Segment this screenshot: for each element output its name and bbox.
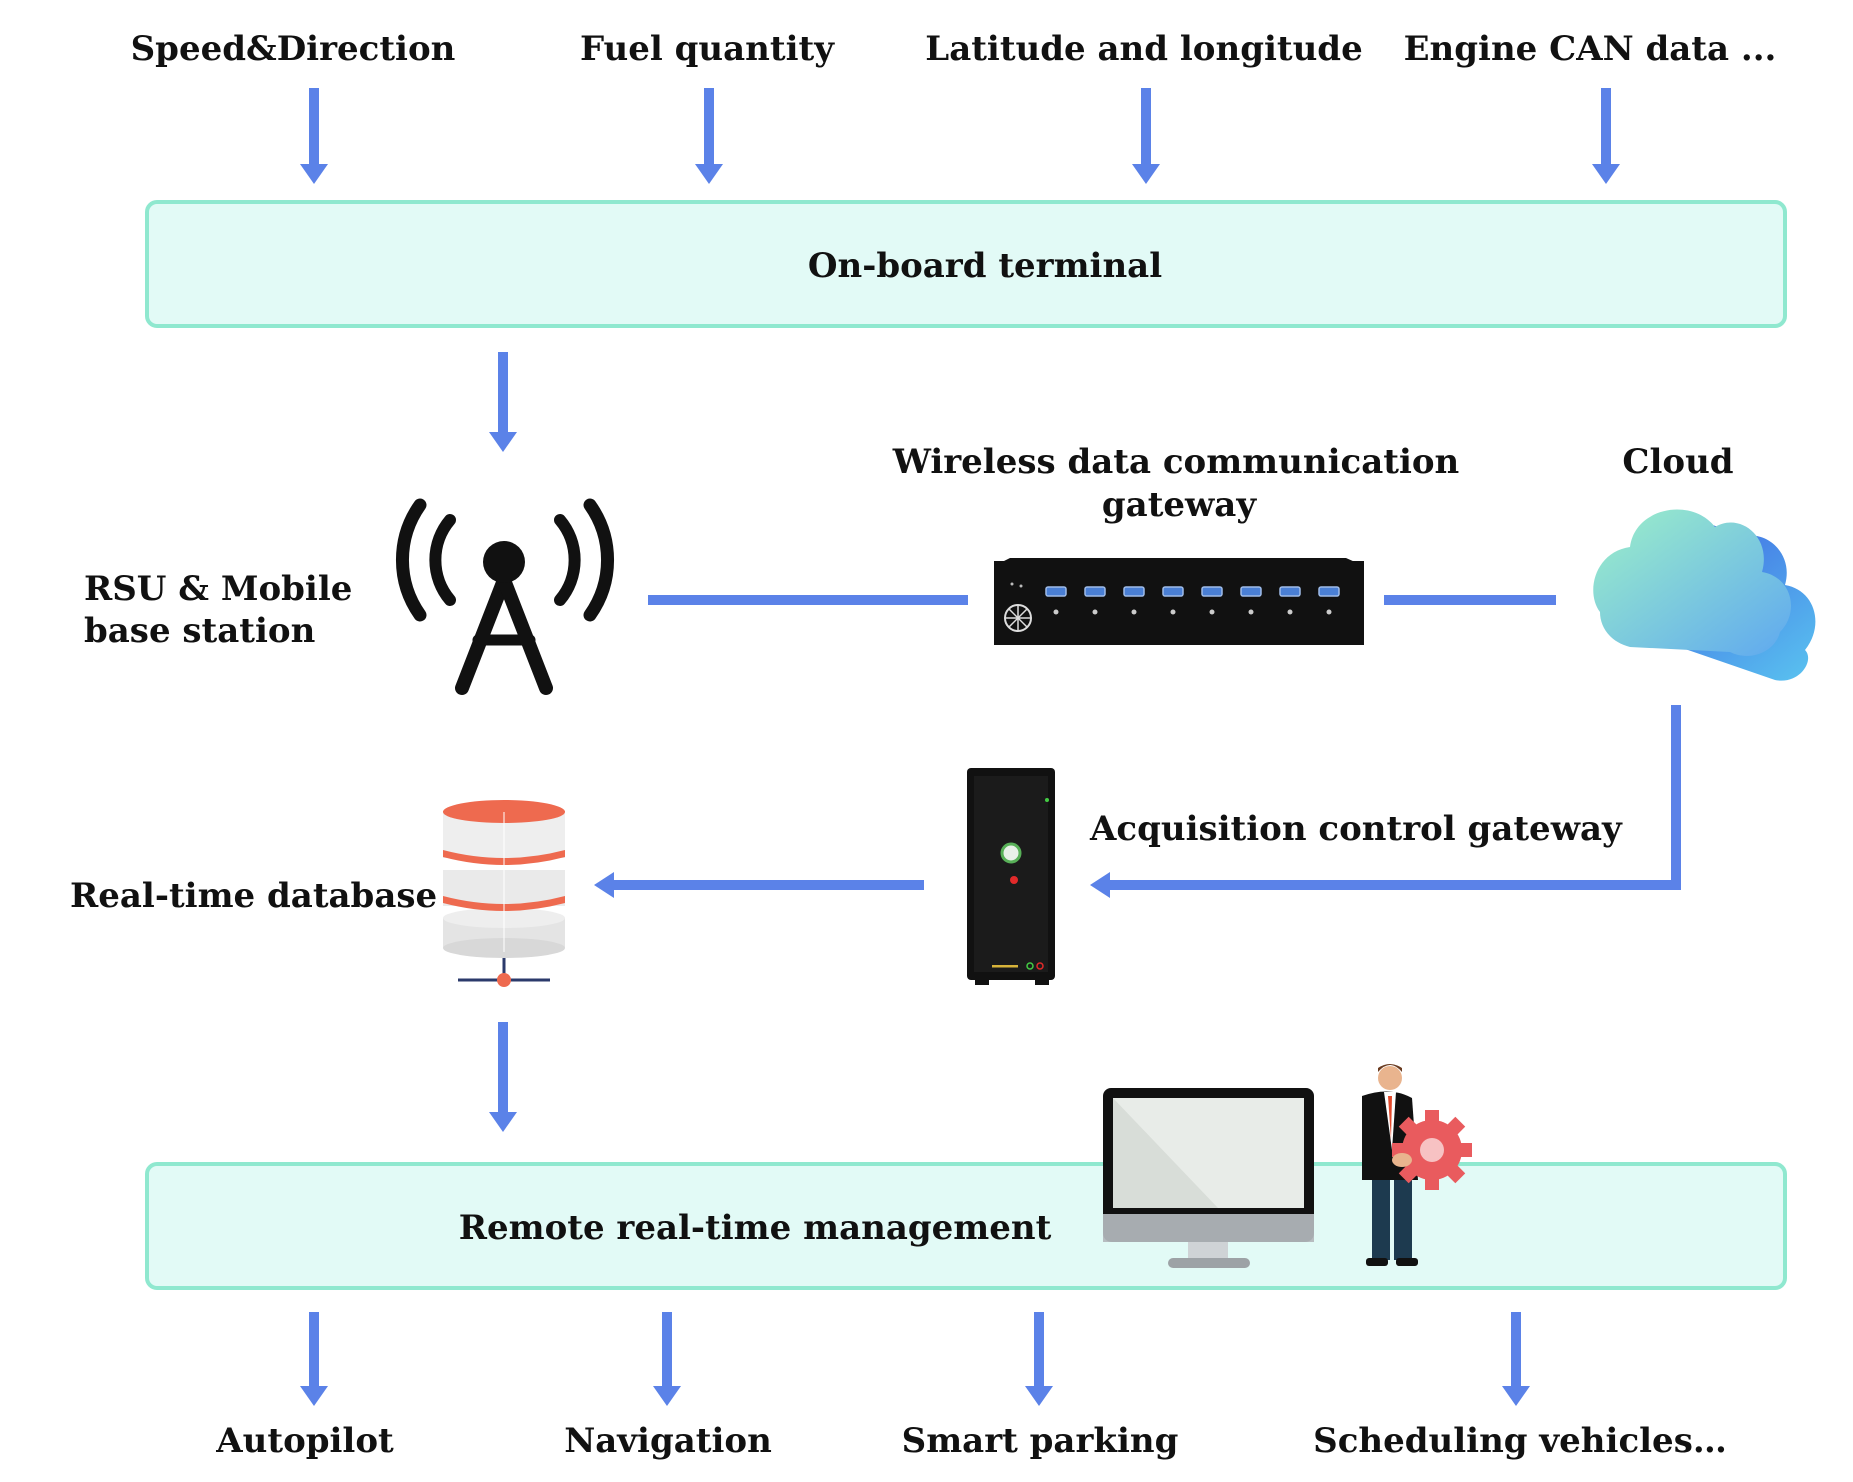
link-gateway-to-cloud	[1384, 595, 1556, 605]
arrow-engine-to-terminal	[1592, 88, 1620, 184]
arrow-database-to-management	[489, 1022, 517, 1132]
wireless-gateway-label-line2: gateway	[1101, 485, 1257, 525]
link-rsu-to-gateway	[648, 595, 968, 605]
wireless-gateway-label-line1: Wireless data communication	[892, 442, 1460, 482]
input-engine-can: Engine CAN data ...	[1403, 29, 1777, 69]
arrow-cloud-to-acquisition	[1090, 705, 1681, 898]
arrow-fuel-to-terminal	[695, 88, 723, 184]
onboard-terminal-label: On-board terminal	[807, 246, 1163, 286]
arrow-latlong-to-terminal	[1132, 88, 1160, 184]
arrow-to-navigation	[653, 1312, 681, 1406]
cloud-label: Cloud	[1622, 442, 1734, 482]
onboard-terminal-box	[145, 200, 1787, 328]
arrow-to-scheduling	[1502, 1312, 1530, 1406]
output-navigation: Navigation	[564, 1421, 772, 1461]
arrow-terminal-to-rsu	[489, 352, 517, 452]
acquisition-gateway-label: Acquisition control gateway	[1090, 809, 1622, 849]
rsu-label-line2: base station	[84, 611, 316, 651]
input-fuel-quantity: Fuel quantity	[580, 29, 834, 69]
output-smart-parking: Smart parking	[901, 1421, 1179, 1461]
arrow-to-autopilot	[300, 1312, 328, 1406]
remote-management-box	[145, 1162, 1787, 1290]
realtime-database-label: Real-time database	[70, 876, 438, 916]
output-autopilot: Autopilot	[216, 1421, 394, 1461]
input-speed-direction: Speed&Direction	[130, 29, 456, 69]
arrow-acquisition-to-database	[594, 872, 924, 898]
rsu-label-line1: RSU & Mobile	[84, 569, 353, 609]
remote-management-label: Remote real-time management	[458, 1208, 1052, 1248]
arrow-speed-to-terminal	[300, 88, 328, 184]
output-scheduling: Scheduling vehicles…	[1313, 1421, 1727, 1461]
arrow-to-smart-parking	[1025, 1312, 1053, 1406]
input-lat-long: Latitude and longitude	[925, 29, 1363, 69]
